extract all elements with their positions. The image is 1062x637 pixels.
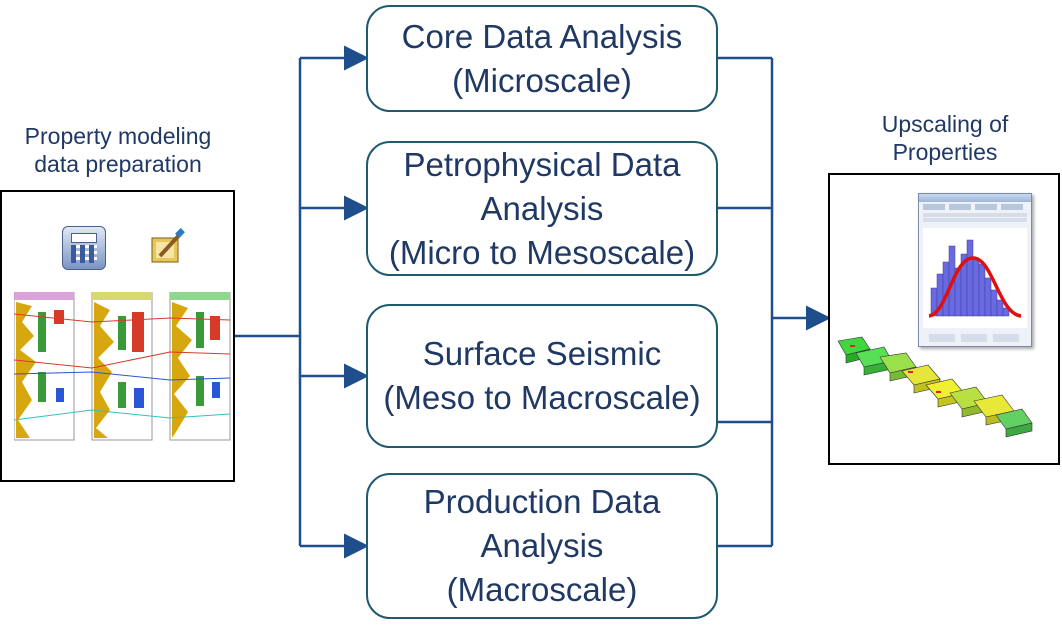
core-box-line2: (Microscale) [452, 61, 632, 99]
petro-box-line2: Analysis [480, 189, 604, 227]
left-title: Property modeling data preparation [0, 122, 236, 178]
production-box-line2: Analysis [480, 527, 604, 564]
well-log-correlation [14, 292, 231, 441]
left-title-line1: Property modeling [24, 123, 212, 149]
petrophysical-data-analysis-box: Petrophysical Data Analysis (Micro to Me… [366, 141, 718, 276]
seismic-box-line1: Surface Seismic [422, 335, 662, 372]
histogram-chart [923, 228, 1027, 328]
upscaled-grid-cells [837, 336, 1033, 438]
right-title: Upscaling of Properties [830, 110, 1060, 166]
core-box-line1: Core Data Analysis [401, 17, 683, 55]
paintbrush-icon [150, 228, 186, 264]
right-title-line2: Properties [892, 139, 998, 165]
production-box-line1: Production Data [423, 483, 661, 520]
seismic-box-line2: (Meso to Macroscale) [383, 379, 701, 416]
core-data-analysis-box: Core Data Analysis (Microscale) [366, 5, 718, 112]
right-title-line1: Upscaling of [881, 111, 1009, 137]
petro-box-line3: (Micro to Mesoscale) [388, 233, 696, 271]
production-data-analysis-box: Production Data Analysis (Macroscale) [366, 473, 718, 619]
left-title-line2: data preparation [34, 151, 202, 177]
histogram-settings-dialog [918, 193, 1032, 347]
calculator-icon [62, 226, 106, 270]
upscaling-panel [828, 173, 1060, 465]
surface-seismic-box: Surface Seismic (Meso to Macroscale) [366, 304, 718, 448]
data-preparation-panel [0, 190, 235, 482]
petro-box-line1: Petrophysical Data [403, 145, 681, 183]
production-box-line3: (Macroscale) [446, 571, 638, 608]
